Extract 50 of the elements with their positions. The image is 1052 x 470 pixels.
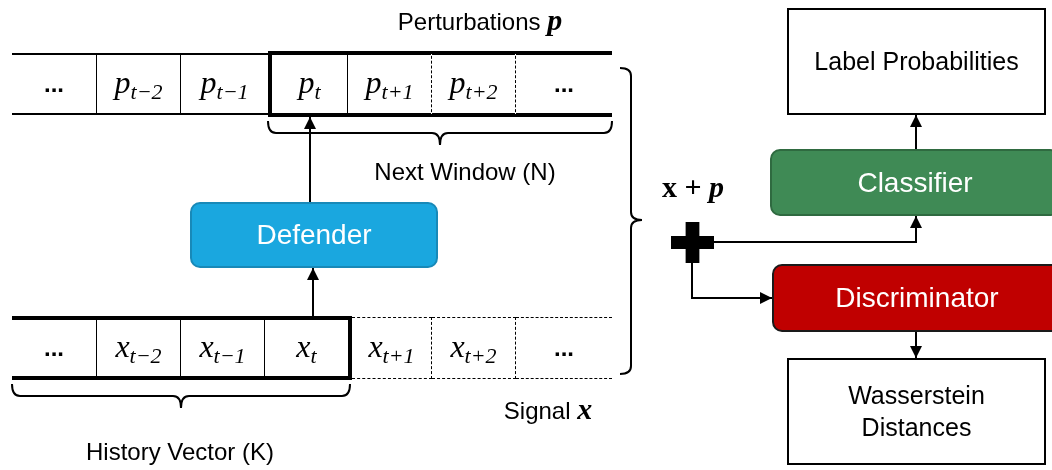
arrow [307,267,319,317]
sequence-cell [432,317,516,379]
box-label: Wasserstein Distances [847,380,986,443]
box-label: Discriminator [835,282,999,314]
formula-label: x + p [661,170,725,204]
cell-text: ... [554,70,574,98]
output-box [787,8,1046,115]
box-label: Defender [256,219,372,251]
arrow [304,116,316,203]
cell-text: p$_{t+1}$ [365,63,414,105]
sequence-cell [265,316,352,380]
cell-text: ... [554,334,574,362]
sequence-cell [97,316,181,380]
bracket-label: Next Window (N) [374,158,556,186]
box-label: Label Probabilities [814,45,1019,77]
bracket-label: History Vector (K) [86,438,274,466]
sequence-cell [12,316,97,380]
output-box [787,358,1046,465]
cell-text: x$_{t+2}$ [450,327,497,369]
cell-text: x$_{t+1}$ [368,327,415,369]
process-box [190,202,438,268]
sequence-cell [268,51,348,117]
box-label: Classifier [857,166,973,199]
sequence-cell [181,53,268,115]
sequence-cell [181,316,265,380]
arrow [910,114,922,150]
arrow [713,215,922,243]
cell-text: p$_{t−2}$ [114,63,163,105]
sequence-cell [432,51,516,117]
process-box [770,149,1052,216]
cell-text: p$_{t−1}$ [200,63,249,105]
cell-text: ... [44,334,64,362]
sequence-cell [352,317,432,379]
cell-text: x$_{t−2}$ [115,327,162,369]
row-title: Signal x [503,392,593,426]
cell-text: p$_{t+2}$ [449,63,498,105]
sequence-cell [516,317,612,379]
row-title: Perturbations p [397,3,563,37]
plus-junction [671,222,714,263]
sequence-cell [12,53,97,115]
arrow [910,331,922,359]
cell-text: x$_{t−1}$ [199,327,246,369]
cell-text: x$_{t}$ [296,327,317,369]
arrow [691,262,773,304]
process-box [772,264,1052,332]
cell-text: p$_{t}$ [298,63,321,105]
cell-text: ... [44,70,64,98]
sequence-cell [516,51,612,117]
sequence-cell [97,53,181,115]
sequence-cell [348,51,432,117]
